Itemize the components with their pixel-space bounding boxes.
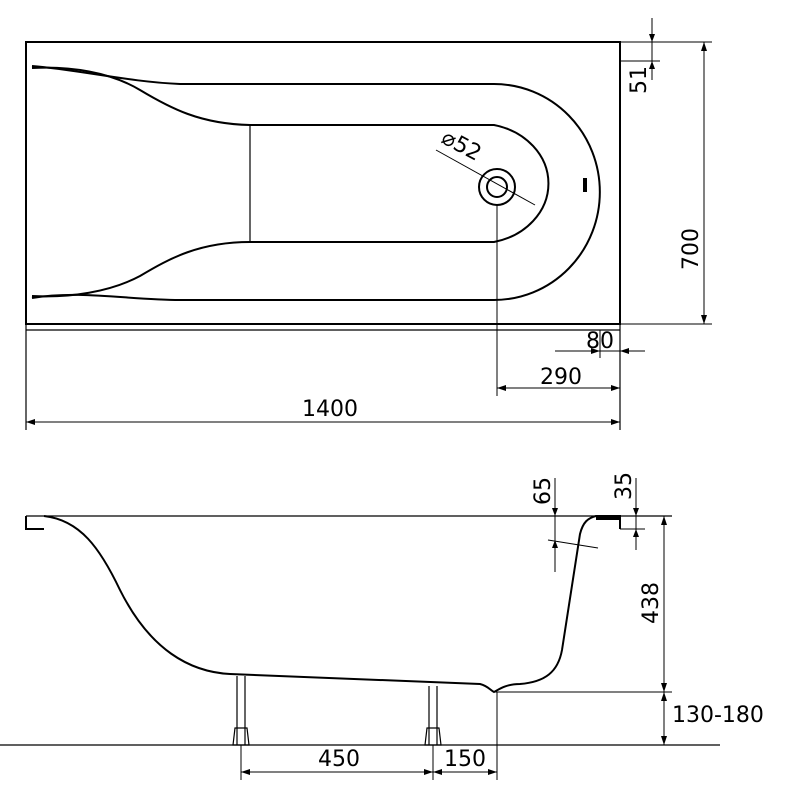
length-arrow-right: [611, 419, 620, 425]
tub-body-profile: [43, 515, 621, 694]
drain-edge-arrow-right: [620, 348, 629, 354]
tub-shelf-line: [31, 65, 601, 301]
drain-end-arrow-right: [611, 385, 620, 391]
rim-arrow-bottom: [649, 61, 655, 69]
drain-offset-edge-label: 80: [586, 329, 614, 354]
overall-width-label: 700: [679, 228, 704, 270]
leg-offset-arrow-left: [433, 769, 442, 775]
overflow-arrow-top: [552, 508, 558, 516]
leg-height-arrow-top: [661, 692, 667, 701]
rim-width-label: 51: [627, 66, 652, 94]
width-arrow-top: [701, 42, 707, 51]
tub-depth-label: 438: [639, 582, 664, 624]
length-arrow-left: [26, 419, 35, 425]
leg-spacing-arrow-right: [424, 769, 433, 775]
rim-thickness-arrow-bottom: [633, 529, 639, 537]
tub-outer-rim: [25, 41, 621, 325]
drain-diameter-leader: [435, 149, 536, 206]
right-leg: [424, 686, 442, 746]
tub-inner-basin: [31, 66, 550, 298]
leg-offset-label: 150: [444, 747, 486, 772]
depth-arrow-top: [661, 516, 667, 525]
leg-height-arrow-bottom: [661, 736, 667, 745]
left-rim-lip: [25, 516, 44, 530]
right-rim-mark: [596, 516, 620, 520]
rim-arrow-top: [649, 34, 655, 42]
overflow-depth-label: 65: [531, 477, 556, 505]
overflow-extension: [547, 539, 599, 549]
rim-thickness-label: 35: [612, 472, 637, 500]
overflow-mark: [583, 178, 587, 192]
rim-thickness-arrow-top: [633, 508, 639, 516]
leg-spacing-label: 450: [318, 747, 360, 772]
width-arrow-bottom: [701, 315, 707, 324]
leg-offset-arrow-right: [488, 769, 497, 775]
overflow-arrow-bottom: [552, 540, 558, 548]
drain-inner-ring: [486, 176, 508, 198]
side-view: 65 35 438 130-180 450 150: [0, 472, 764, 780]
drain-outer-ring: [478, 168, 516, 206]
depth-arrow-bottom: [661, 683, 667, 692]
leg-height-label: 130-180: [672, 703, 764, 728]
drain-edge-arrow-left: [591, 348, 600, 354]
left-leg: [232, 676, 250, 746]
drain-offset-end-label: 290: [540, 365, 582, 390]
drain-end-arrow-left: [497, 385, 506, 391]
overall-length-label: 1400: [302, 397, 358, 422]
drain-diameter-label: ⌀52: [437, 125, 485, 166]
leg-spacing-arrow-left: [241, 769, 250, 775]
top-view: ⌀52 51 700 80 290: [25, 18, 712, 430]
